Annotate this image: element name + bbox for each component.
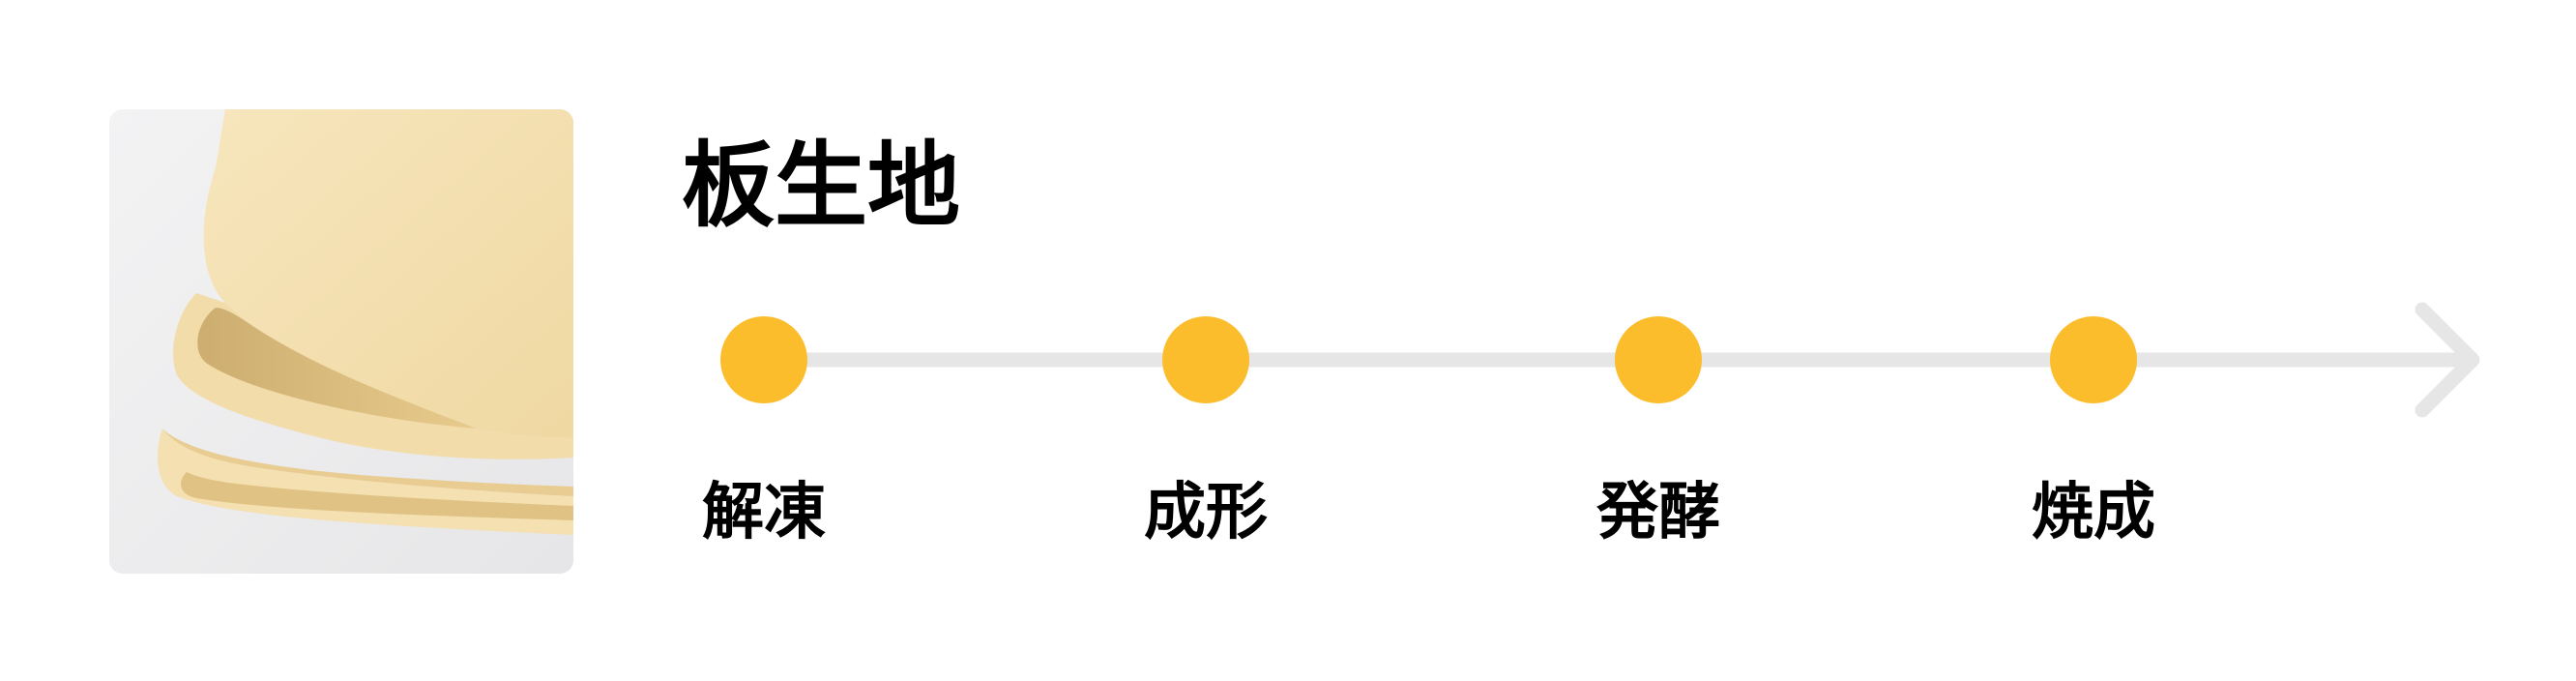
step-dot-proof bbox=[1615, 316, 1702, 403]
product-title: 板生地 bbox=[682, 132, 960, 240]
step-dot-bake bbox=[2050, 316, 2137, 403]
arrow-right-icon bbox=[2415, 302, 2480, 418]
step-dot-thaw bbox=[720, 316, 807, 403]
step-label-bake: 焼成 bbox=[2032, 477, 2155, 548]
product-photo bbox=[109, 109, 573, 574]
step-dot-shape bbox=[1162, 316, 1249, 403]
step-label-proof: 発酵 bbox=[1596, 477, 1720, 548]
pastry-dough-sheet-photo-icon bbox=[109, 109, 573, 574]
step-label-thaw: 解凍 bbox=[702, 477, 826, 548]
step-label-shape: 成形 bbox=[1144, 477, 1268, 548]
